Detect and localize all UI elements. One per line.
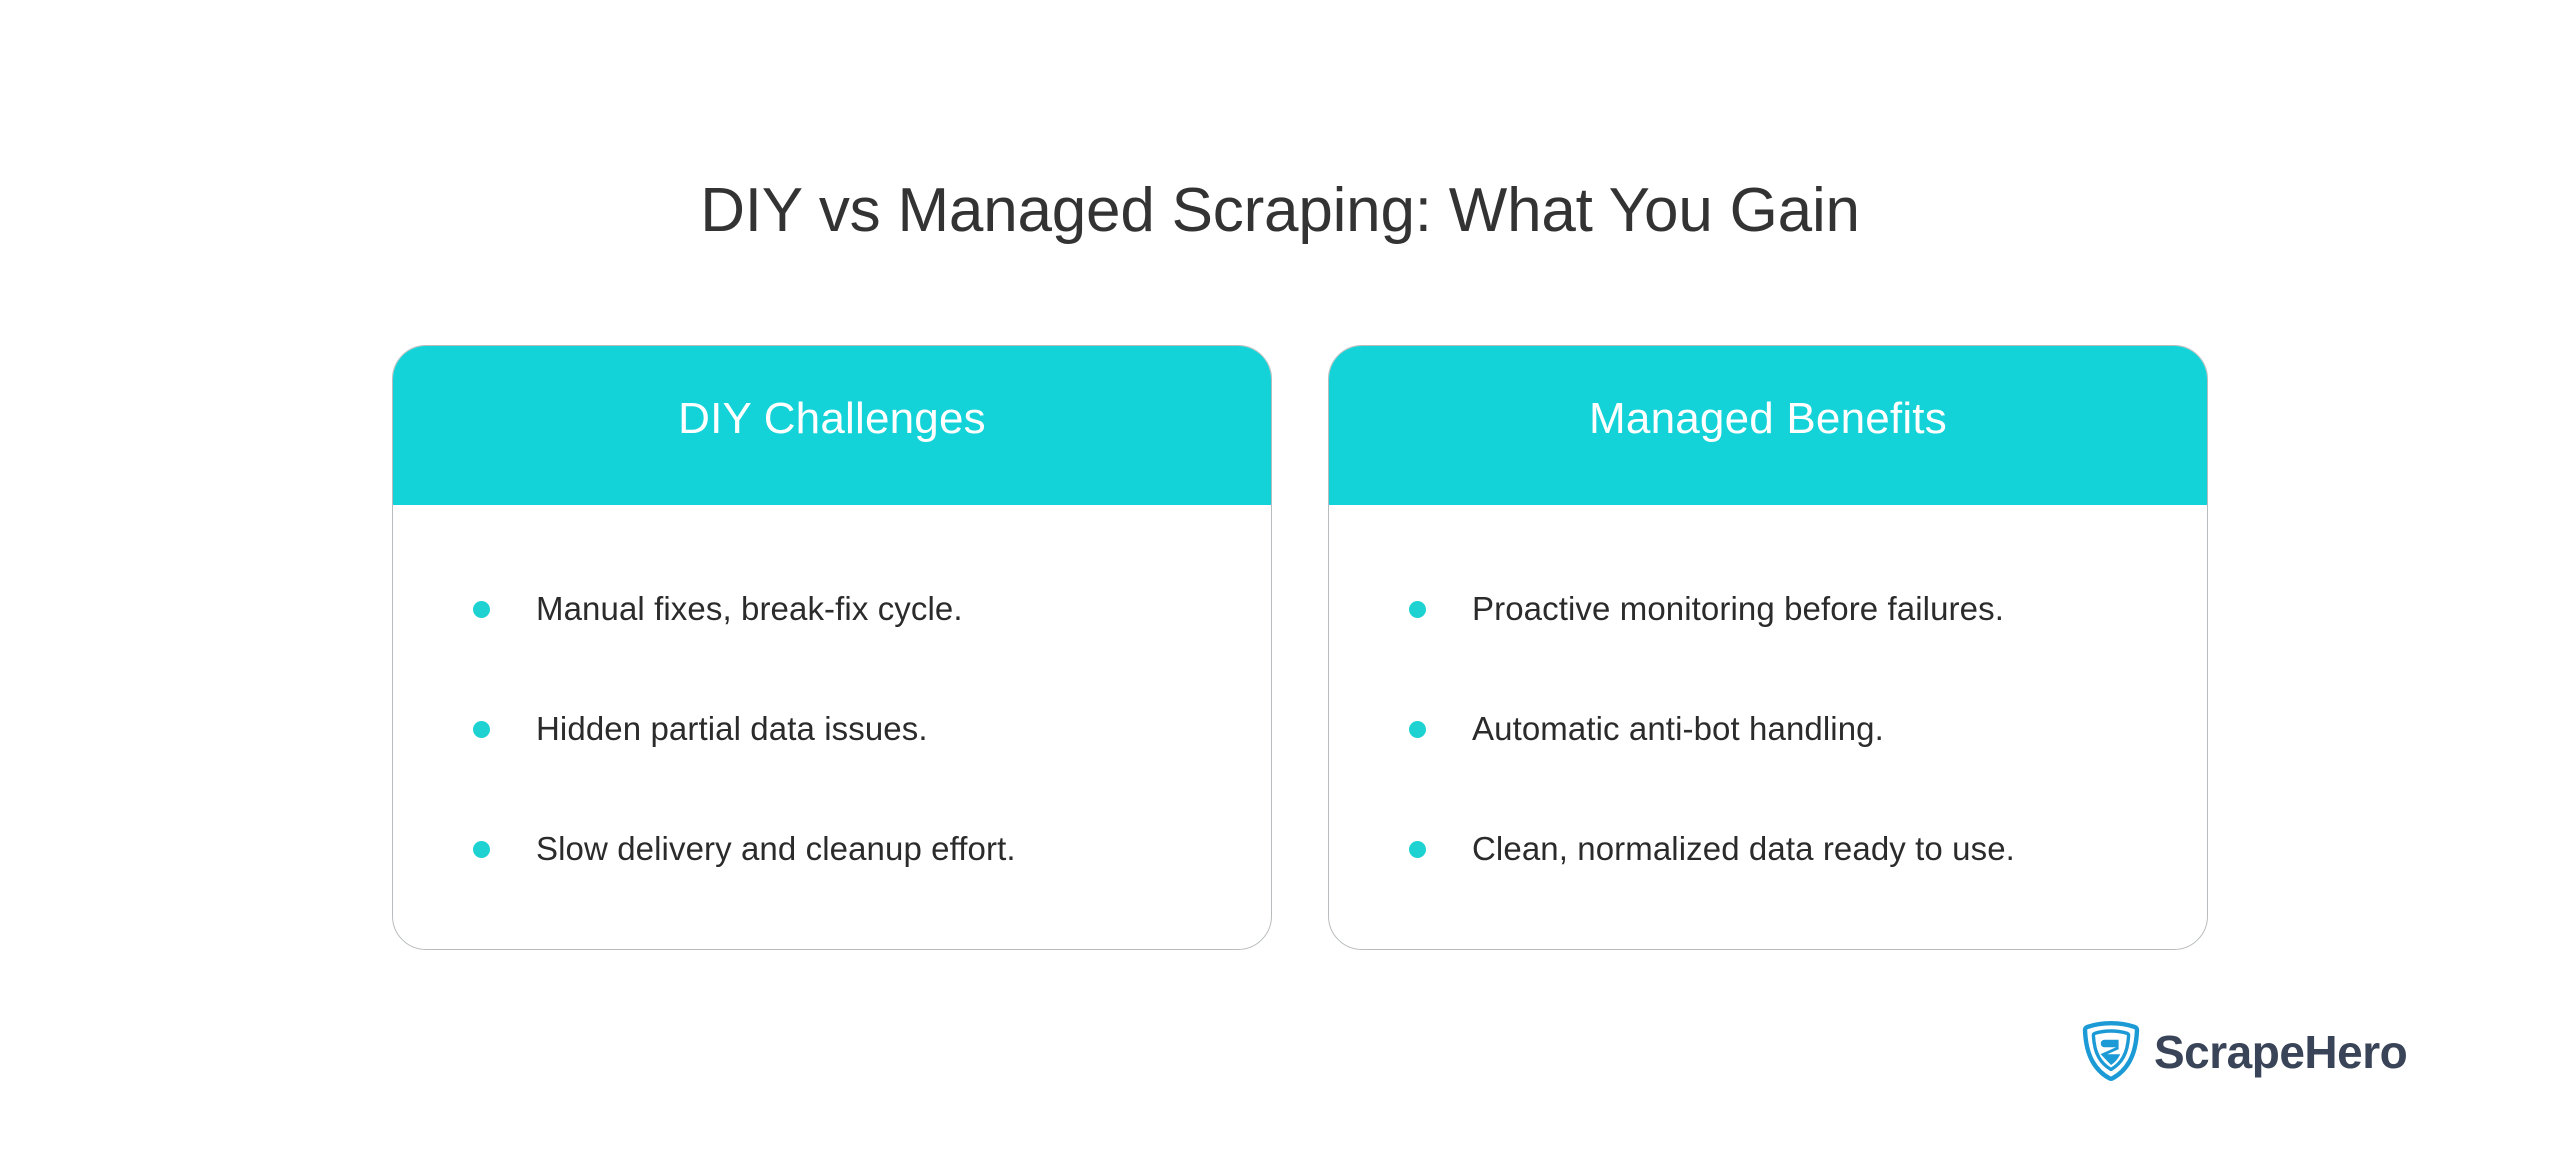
bullet-dot-icon <box>473 840 490 858</box>
page-title: DIY vs Managed Scraping: What You Gain <box>700 175 1860 245</box>
bullet-dot-icon <box>1409 720 1426 738</box>
brand-logo: ScrapeHero <box>2082 1016 2408 1086</box>
bullet-text: Proactive monitoring before failures. <box>1472 589 2004 627</box>
card-header-title: Managed Benefits <box>1589 393 1947 443</box>
bullet-dot-icon <box>1409 600 1426 618</box>
comparison-cards: DIY Challenges Manual fixes, break-fix c… <box>392 345 2208 950</box>
card-header-title: DIY Challenges <box>678 393 986 443</box>
brand-logo-text: ScrapeHero <box>2154 1026 2408 1078</box>
list-item: Proactive monitoring before failures. <box>1329 590 2207 650</box>
card-managed-benefits: Managed Benefits Proactive monitoring be… <box>1328 345 2208 950</box>
bullet-dot-icon <box>1409 840 1426 858</box>
card-header-diy-challenges: DIY Challenges <box>393 346 1271 505</box>
card-body-managed-benefits: Proactive monitoring before failures. Au… <box>1329 505 2207 950</box>
bullet-dot-icon <box>473 720 490 738</box>
list-item: Clean, normalized data ready to use. <box>1329 830 2207 890</box>
list-item: Hidden partial data issues. <box>393 710 1271 770</box>
bullet-list-managed-benefits: Proactive monitoring before failures. Au… <box>1329 590 2207 890</box>
list-item: Automatic anti-bot handling. <box>1329 710 2207 770</box>
bullet-dot-icon <box>473 600 490 618</box>
bullet-text: Hidden partial data issues. <box>536 709 928 747</box>
bullet-text: Slow delivery and cleanup effort. <box>536 829 1016 867</box>
shield-s-icon <box>2082 1021 2140 1082</box>
card-header-managed-benefits: Managed Benefits <box>1329 346 2207 505</box>
card-body-diy-challenges: Manual fixes, break-fix cycle. Hidden pa… <box>393 505 1271 950</box>
bullet-text: Manual fixes, break-fix cycle. <box>536 589 963 627</box>
bullet-list-diy-challenges: Manual fixes, break-fix cycle. Hidden pa… <box>393 590 1271 890</box>
bullet-text: Clean, normalized data ready to use. <box>1472 829 2015 867</box>
list-item: Slow delivery and cleanup effort. <box>393 830 1271 890</box>
bullet-text: Automatic anti-bot handling. <box>1472 709 1884 747</box>
card-diy-challenges: DIY Challenges Manual fixes, break-fix c… <box>392 345 1272 950</box>
list-item: Manual fixes, break-fix cycle. <box>393 590 1271 650</box>
